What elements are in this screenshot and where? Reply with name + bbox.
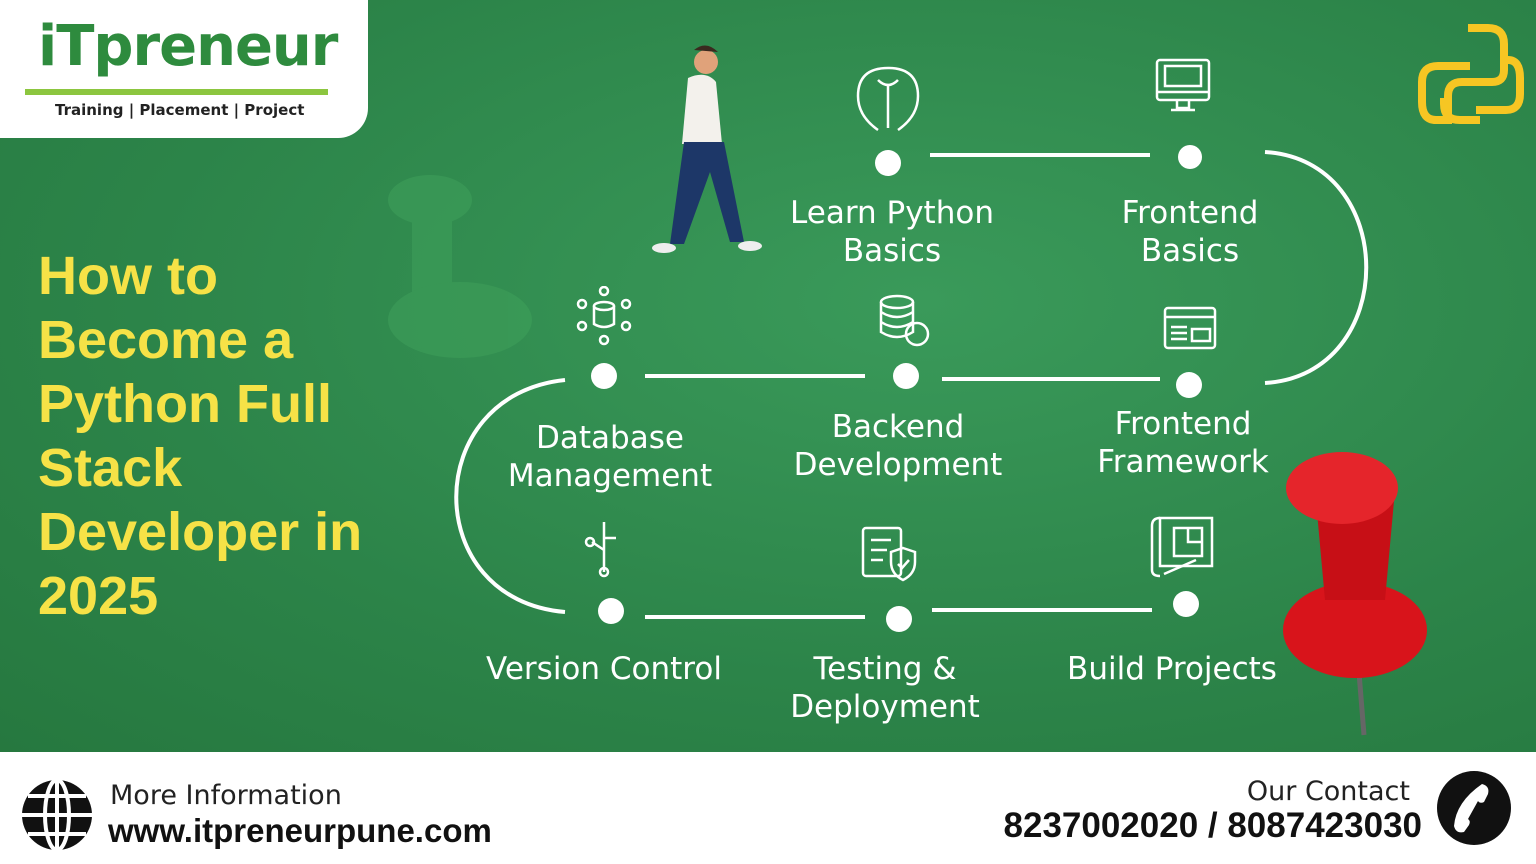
globe-icon: [22, 778, 92, 852]
python-logo-icon: [1418, 24, 1524, 124]
website-link[interactable]: www.itpreneurpune.com: [108, 812, 492, 849]
monitor-code-icon: [1155, 58, 1211, 112]
walking-person-illustration: [652, 45, 762, 253]
red-pushpin-illustration: [1283, 452, 1427, 736]
checklist-shield-icon: [861, 526, 917, 582]
database-gear-icon: [879, 294, 930, 347]
logo-wordmark: iTpreneur: [38, 14, 338, 79]
step-label: Backend Development: [793, 409, 1003, 483]
version-branch-icon: [584, 522, 616, 578]
database-network-icon: [576, 286, 632, 346]
step-dot: [598, 598, 624, 624]
page-title: How to Become a Python Full Stack Develo…: [38, 246, 363, 626]
contact-label: Our Contact: [1246, 776, 1410, 807]
step-label: Build Projects: [1067, 651, 1277, 687]
step-label: Database Management: [507, 420, 713, 494]
step-label: Frontend Basics: [1121, 195, 1259, 269]
right-arc: [1264, 150, 1369, 385]
step-label: Frontend Framework: [1097, 406, 1269, 480]
step-dot: [886, 606, 912, 632]
step-dot: [893, 363, 919, 389]
python-snake-icon: [856, 66, 920, 132]
step-label: Version Control: [486, 651, 722, 687]
logo-tagline: Training | Placement | Project: [55, 101, 305, 119]
step-dot: [1176, 372, 1202, 398]
green-pushpin-illustration: [388, 175, 532, 358]
step-dot: [1178, 145, 1202, 169]
logo-underline: [25, 89, 328, 95]
infographic-main: iTpreneur Training | Placement | Project…: [0, 0, 1536, 752]
step-label: Learn Python Basics: [790, 195, 994, 269]
blueprint-icon: [1150, 516, 1214, 578]
roadmap-path: [388, 24, 1524, 736]
step-dot: [591, 363, 617, 389]
step-label: Testing & Deployment: [790, 651, 980, 725]
browser-window-icon: [1163, 306, 1217, 350]
phone-icon: [1437, 771, 1511, 845]
step-dot: [875, 150, 901, 176]
step-dot: [1173, 591, 1199, 617]
itpreneur-logo[interactable]: iTpreneur Training | Placement | Project: [0, 0, 368, 138]
footer: More Information www.itpreneurpune.com O…: [0, 752, 1536, 864]
left-arc: [454, 378, 566, 614]
more-information-label: More Information: [110, 780, 342, 811]
phone-numbers[interactable]: 8237002020 / 8087423030: [1003, 806, 1422, 845]
